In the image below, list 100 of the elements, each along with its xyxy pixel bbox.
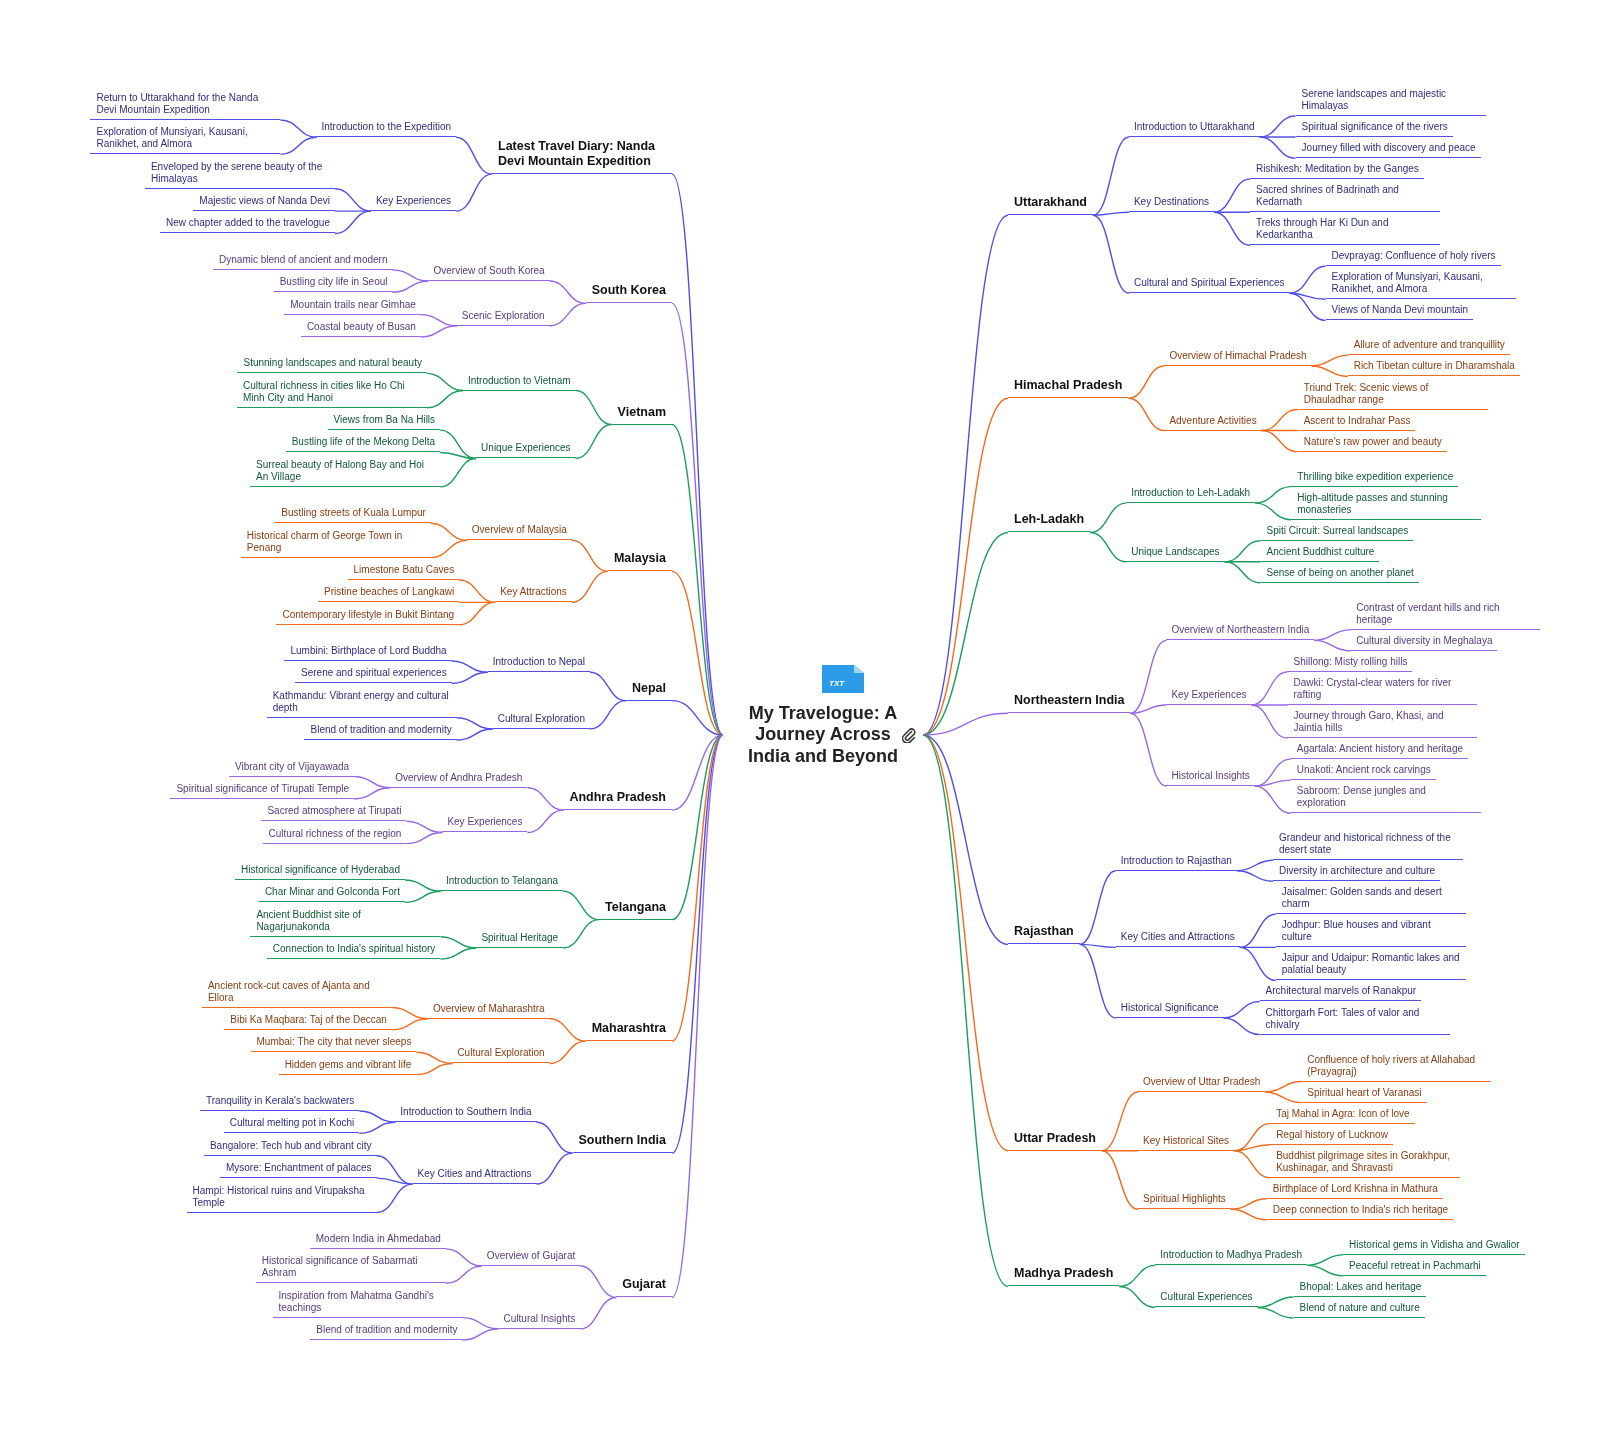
detail-topic: Unakoti: Ancient rock carvings <box>1290 762 1436 781</box>
detail-topic: Jaisalmer: Golden sands and desert charm <box>1275 884 1466 915</box>
subtopic: Cultural Exploration <box>452 1045 550 1064</box>
detail-topic: Enveloped by the serene beauty of the Himalayas <box>144 158 335 189</box>
branch-line <box>415 1062 454 1076</box>
detail-topic: Sabroom: Dense jungles and exploration <box>1290 783 1481 814</box>
branch-line <box>548 1040 587 1065</box>
branch-line <box>420 325 458 338</box>
detail-topic: Pristine beaches of Langkawi <box>318 584 460 603</box>
detail-topic: Contrast of verdant hills and rich heritage <box>1350 599 1541 630</box>
branch-line <box>1254 779 1292 787</box>
detail-topic: Allure of adventure and tranquillity <box>1347 337 1510 356</box>
subtopic: Introduction to Madhya Pradesh <box>1155 1247 1308 1266</box>
detail-topic: Majestic views of Nanda Devi <box>193 193 335 212</box>
detail-topic: Bangalore: Tech hub and vibrant city <box>203 1137 377 1156</box>
detail-topic: Exploration of Munsiyari, Kausani, Ranikhet, and Almora <box>90 124 281 155</box>
subtopic: Cultural and Spiritual Experiences <box>1128 275 1290 294</box>
detail-topic: Journey through Garo, Khasi, and Jaintia hills <box>1287 708 1478 739</box>
detail-topic: Stunning landscapes and natural beauty <box>237 355 427 374</box>
branch-line <box>353 787 391 800</box>
detail-topic: Mysore: Enchantment of palaces <box>219 1160 377 1179</box>
subtopic: Cultural Insights <box>498 1310 581 1329</box>
branch-line <box>456 728 494 741</box>
detail-topic: Taj Mahal in Agra: Icon of love <box>1270 1105 1415 1124</box>
branch-line <box>450 660 489 673</box>
branch-line <box>439 947 478 960</box>
subtopic: Overview of Northeastern India <box>1166 622 1315 641</box>
subtopic: Introduction to Leh-Ladakh <box>1126 485 1256 504</box>
branch-line <box>445 1265 483 1284</box>
subtopic: Overview of Maharashtra <box>427 1000 550 1019</box>
detail-topic: Birthplace of Lord Krishna in Mathura <box>1266 1180 1443 1199</box>
detail-topic: Dawki: Crystal-clear waters for river rafting <box>1287 675 1478 705</box>
detail-topic: Limestone Batu Caves <box>347 561 460 580</box>
branch-line <box>1222 1017 1261 1036</box>
detail-topic: Spiti Circuit: Surreal landscapes <box>1260 522 1414 541</box>
detail-topic: Cultural melting pot in Kochi <box>223 1115 360 1134</box>
detail-topic: Sacred shrines of Badrinath and Kedarnath <box>1250 182 1440 213</box>
branch-line <box>1264 1091 1302 1104</box>
detail-topic: Historical charm of George Town in Penang <box>240 527 431 558</box>
subtopic: Key Experiences <box>1166 687 1252 705</box>
subtopic: Key Historical Sites <box>1138 1132 1235 1151</box>
branch-line <box>1254 485 1292 504</box>
main-topic: Telangana <box>599 897 672 920</box>
detail-topic: Connection to India's spiritual history <box>266 941 441 960</box>
branch-line <box>1129 712 1168 787</box>
subtopic: Adventure Activities <box>1164 412 1262 431</box>
branch-line <box>430 539 468 559</box>
detail-topic: Jodhpur: Blue houses and vibrant culture <box>1275 917 1466 948</box>
detail-topic: Inspiration from Mahatma Gandhi's teachings <box>272 1287 463 1318</box>
detail-topic: Diversity in architecture and culture <box>1272 863 1441 882</box>
detail-topic: Char Minar and Golconda Fort <box>258 884 405 903</box>
subtopic: Introduction to Nepal <box>487 654 590 673</box>
main-topic: Andhra Pradesh <box>563 788 672 811</box>
subtopic: Historical Insights <box>1166 768 1255 787</box>
main-topic: Rajasthan <box>1008 922 1080 945</box>
branch-line <box>1288 292 1327 322</box>
branch-line <box>922 712 1009 736</box>
detail-topic: Rishikesh: Meditation by the Ganges <box>1250 161 1424 180</box>
branch-line <box>391 1018 429 1031</box>
subtopic: Key Cities and Attractions <box>1115 929 1240 948</box>
branch-line <box>358 1110 396 1123</box>
branch-line <box>579 1296 617 1330</box>
branch-line <box>1310 365 1349 378</box>
branch-line <box>535 1121 574 1154</box>
branch-line <box>671 423 724 736</box>
branch-line <box>1213 211 1251 213</box>
detail-topic: Ancient Buddhist culture <box>1260 543 1380 562</box>
main-topic: Vietnam <box>611 402 672 425</box>
detail-topic: Cultural diversity in Meghalaya <box>1350 632 1498 651</box>
main-topic: South Korea <box>585 281 672 304</box>
main-topic: Maharashtra <box>585 1019 672 1042</box>
branch-line <box>458 601 496 626</box>
subtopic: Overview of South Korea <box>428 263 550 282</box>
detail-topic: Spiritual significance of the rivers <box>1295 119 1453 138</box>
main-topic: Nepal <box>625 678 672 701</box>
branch-line <box>279 119 318 138</box>
branch-line <box>526 787 565 811</box>
branch-line <box>1254 785 1292 814</box>
detail-topic: Ascent to Indrahar Pass <box>1297 412 1416 431</box>
branch-line <box>445 1248 483 1267</box>
branch-line <box>1254 502 1292 521</box>
branch-line <box>455 136 493 175</box>
subtopic: Key Destinations <box>1128 194 1214 213</box>
detail-topic: Surreal beauty of Halong Bay and Hoi An Village <box>250 456 441 487</box>
detail-topic: Blend of tradition and modernity <box>304 722 457 741</box>
branch-line <box>579 1265 617 1299</box>
detail-topic: Bhopal: Lakes and heritage <box>1293 1278 1427 1297</box>
detail-topic: Cultural richness in cities like Ho Chi Minh City and Hanoi <box>236 377 427 408</box>
branch-line <box>1079 870 1117 946</box>
branch-line <box>1233 1150 1271 1179</box>
subtopic: Overview of Malaysia <box>466 522 572 541</box>
branch-line <box>922 734 1009 1288</box>
branch-line <box>671 734 724 1042</box>
subtopic: Unique Experiences <box>476 440 576 459</box>
subtopic: Overview of Uttar Pradesh <box>1138 1074 1266 1093</box>
branch-line <box>589 699 627 730</box>
subtopic: Introduction to Vietnam <box>462 372 576 391</box>
branch-line <box>1306 1254 1344 1267</box>
main-topic: Leh-Ladakh <box>1008 510 1091 533</box>
detail-topic: Bustling life of the Mekong Delta <box>285 434 441 453</box>
